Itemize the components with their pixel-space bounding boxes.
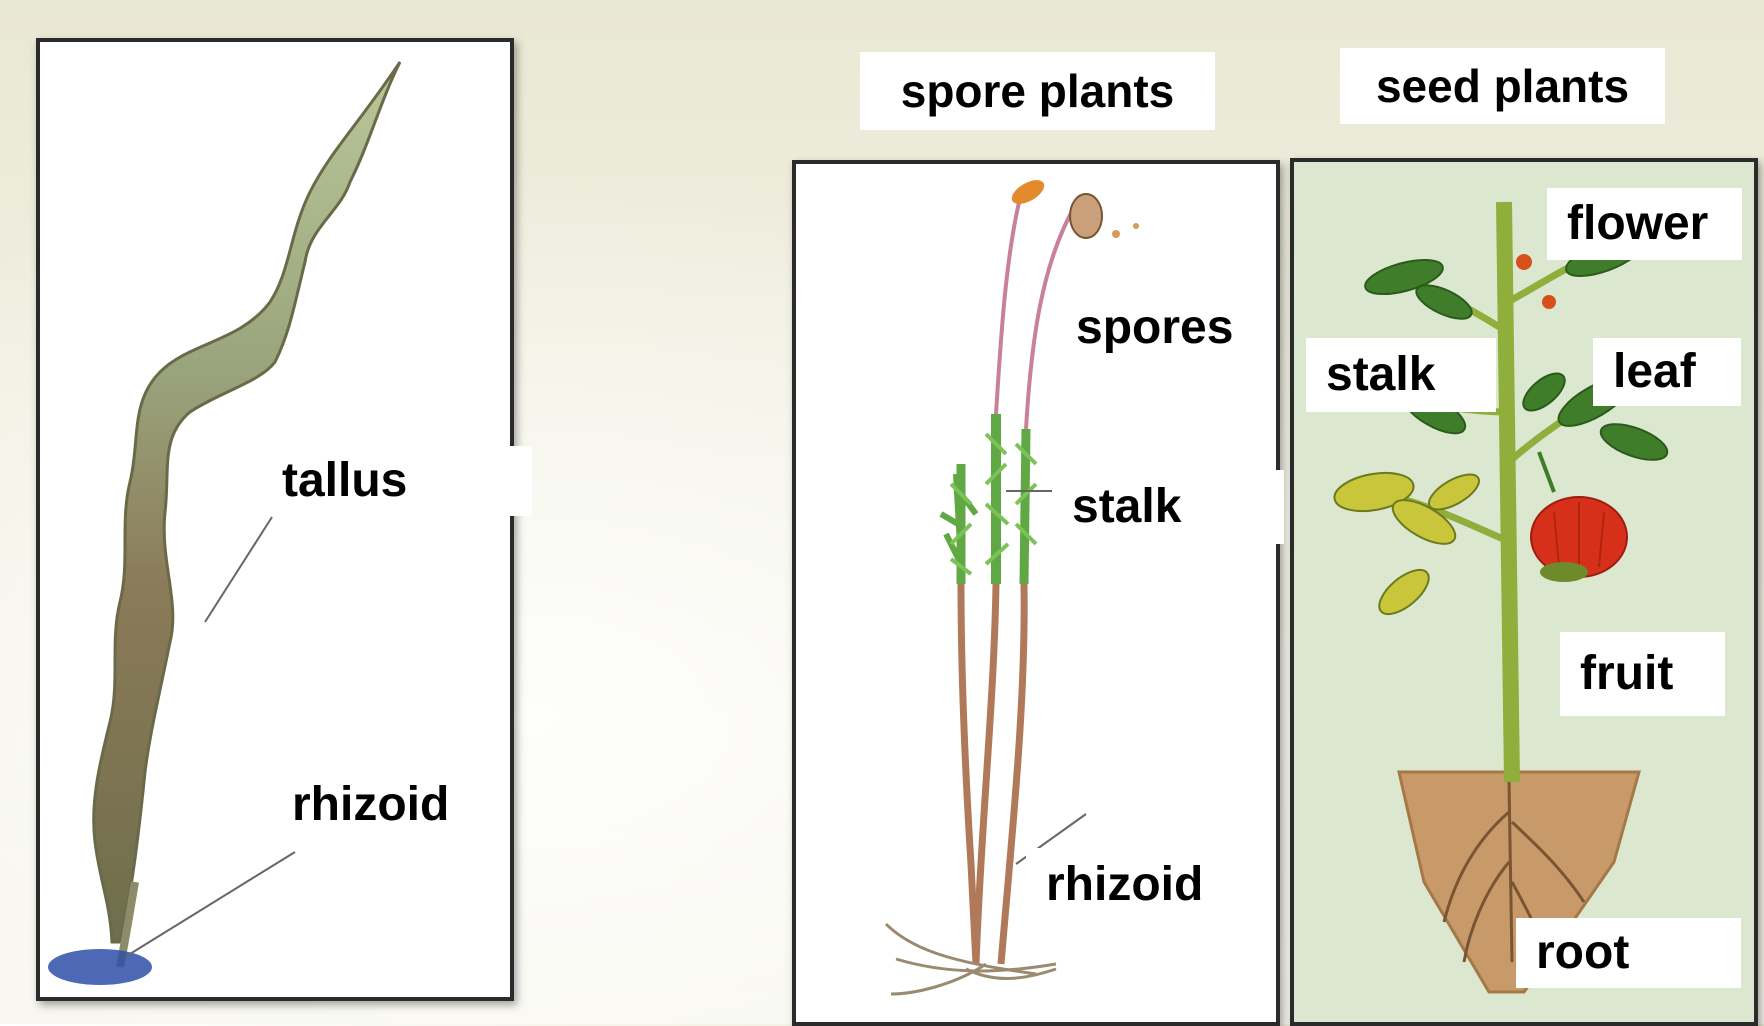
tomato-label-root: root [1516,918,1741,988]
heading-seed-plants: seed plants [1340,48,1665,124]
heading-spore-plants: spore plants [860,52,1215,130]
algae-illustration [40,42,510,997]
tomato-label-leaf: leaf [1593,338,1741,406]
algae-label-rhizoid: rhizoid [272,770,472,840]
tomato-label-flower: flower [1547,188,1742,260]
tomato-label-stalk: stalk [1306,338,1496,412]
tomato-illustration [1294,162,1754,1022]
moss-rhizoids [886,924,1056,994]
moss-capsule-open [1070,194,1102,238]
moss-leafy-shoots [941,414,1036,584]
rhizoid-leader-line [125,852,295,957]
tomato-flower [1542,295,1556,309]
tomato-panel [1290,158,1758,1026]
algae-label-tallus: tallus [262,446,532,516]
tomato-flower [1516,254,1532,270]
algae-holdfast [48,949,152,985]
tomato-lower-leaves [1331,467,1484,622]
moss-capsule [1008,175,1048,209]
algae-panel [36,38,514,1001]
moss-label-spores: spores [1056,290,1266,366]
tallus-leader-line [205,517,272,622]
moss-stems [961,584,1024,964]
moss-label-stalk: stalk [1052,470,1284,544]
tomato-stem [1504,202,1512,782]
moss-label-rhizoid: rhizoid [1026,848,1251,922]
tomato-label-fruit: fruit [1560,632,1725,716]
